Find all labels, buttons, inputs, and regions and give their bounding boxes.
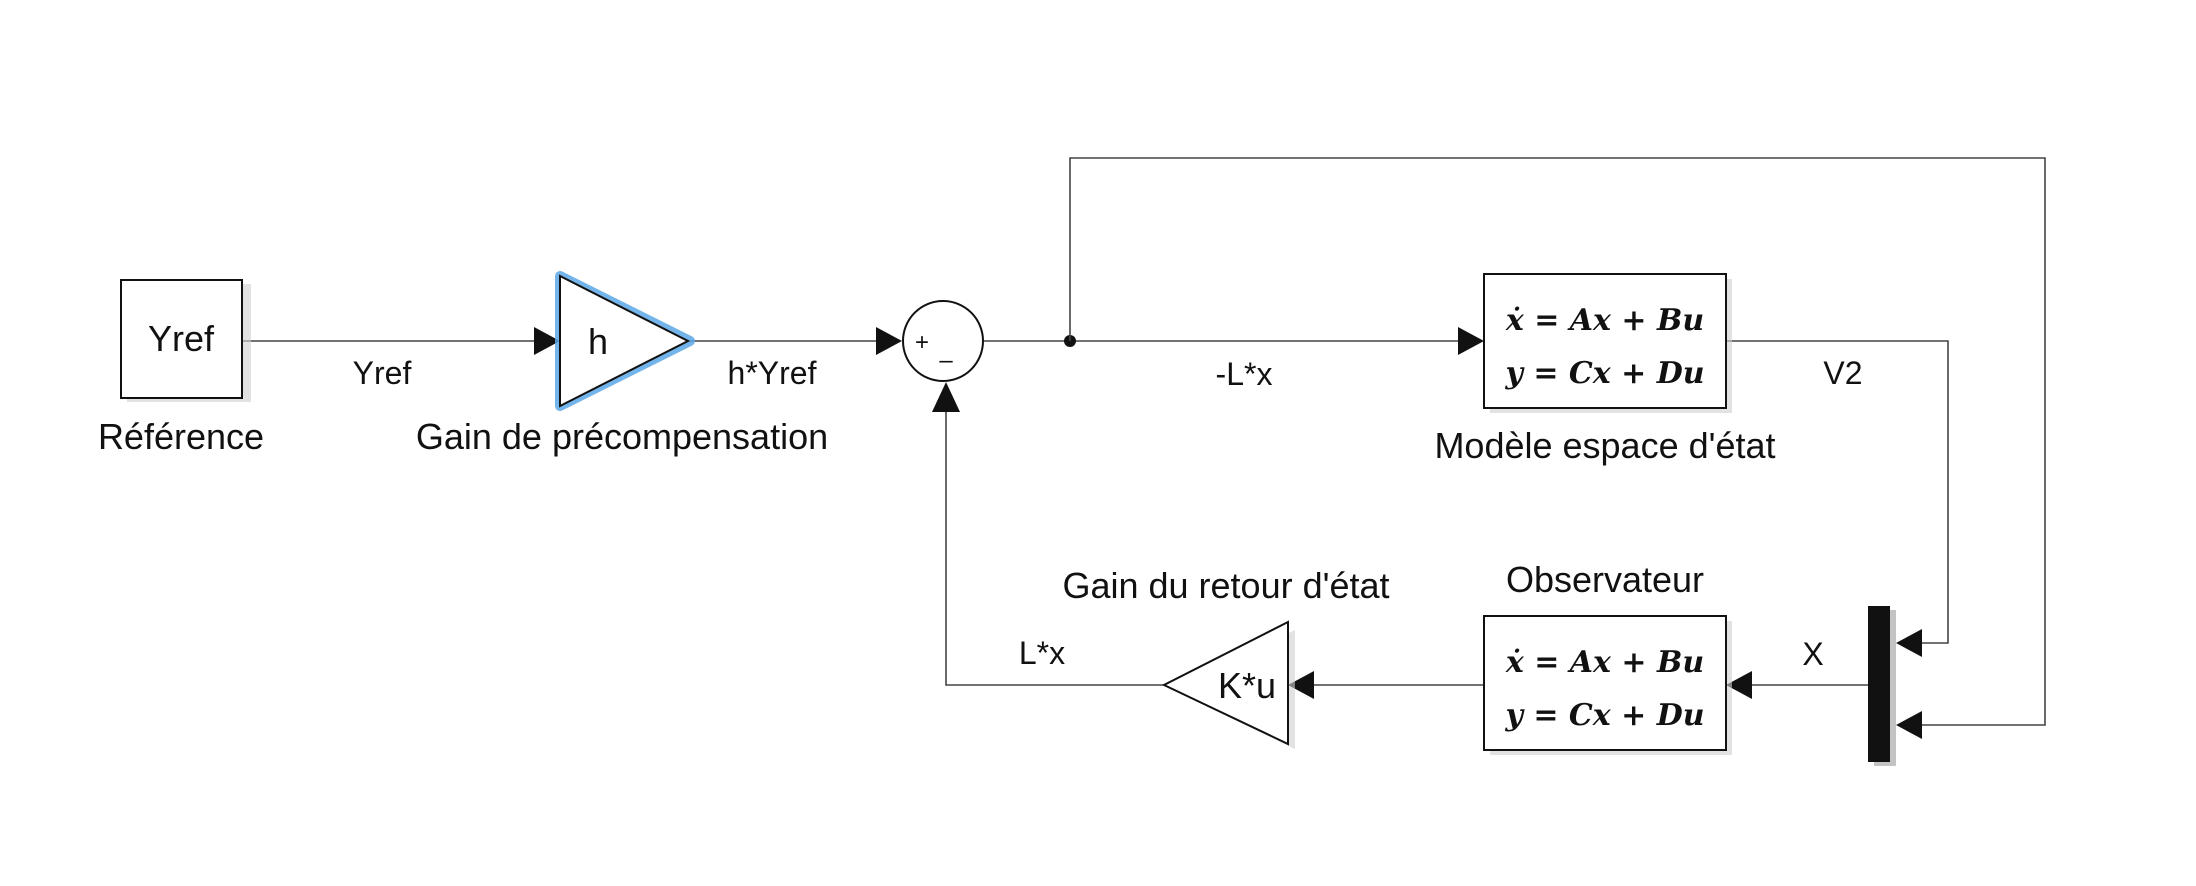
arrowhead-mux-input-1 [1896,629,1922,657]
reference-block[interactable]: Yref [120,279,251,402]
precomp-gain-caption: Gain de précompensation [416,416,828,457]
observer-state-space-block[interactable]: ẋ = Ax + Bu y = Cx + Du [1483,615,1732,755]
sum-block[interactable]: + – [902,300,984,382]
arrowhead-sum-minus-input [932,382,960,412]
signal-label-x: X [1802,636,1823,672]
wire-v2[interactable] [1726,340,1949,644]
signal-label-yref: Yref [353,355,412,391]
feedback-gain-block[interactable]: K*u [1161,620,1295,749]
arrowhead-neg-lx [1458,327,1484,355]
wire-lx[interactable] [945,412,1164,686]
feedback-gain-caption: Gain du retour d'état [1062,565,1389,606]
arrowhead-mux-input-2 [1896,711,1922,739]
reference-caption: Référence [98,416,264,457]
signal-label-v2: V2 [1823,355,1862,391]
wire-branch-to-mux[interactable] [1069,157,2046,726]
plant-caption: Modèle espace d'état [1434,425,1775,466]
precomp-gain-block[interactable]: h [555,271,695,411]
mux-block[interactable] [1868,606,1896,766]
sum-plus-sign: + [915,329,929,356]
arrowhead-gain-input [1288,671,1314,699]
signal-label-h-yref: h*Yref [728,355,817,391]
precomp-gain-text: h [588,321,608,362]
arrowhead-yref [534,327,560,355]
plant-state-space-block[interactable]: ẋ = Ax + Bu y = Cx + Du [1483,273,1732,413]
arrowhead-h-yref [876,327,902,355]
feedback-gain-text: K*u [1218,665,1276,706]
plant-equation-1: ẋ = Ax + Bu [1505,303,1704,338]
sum-minus-sign: – [939,347,953,374]
signal-label-lx: L*x [1019,635,1065,671]
observer-equation-1: ẋ = Ax + Bu [1505,645,1704,680]
arrowhead-x [1726,671,1752,699]
reference-block-text: Yref [148,318,215,359]
plant-equation-2: y = Cx + Du [1504,356,1704,391]
signal-label-neg-lx: -L*x [1216,356,1273,392]
observer-caption: Observateur [1506,559,1704,600]
observer-equation-2: y = Cx + Du [1504,698,1704,733]
